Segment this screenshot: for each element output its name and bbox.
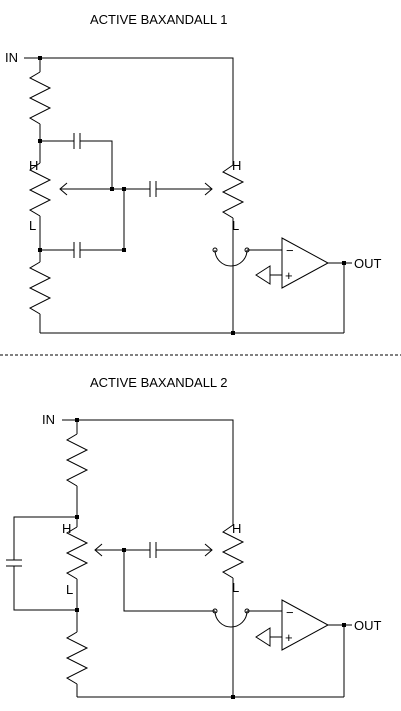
- diagram-1-in-label: IN: [5, 50, 18, 65]
- diagram-2-left-pot: [65, 526, 89, 580]
- diagram-1-junctions: [38, 56, 346, 335]
- diagram-2-bottom-resistor: [65, 631, 89, 685]
- diagram-1-left-pot: [28, 162, 52, 217]
- diagram-1-out-label: OUT: [354, 256, 382, 271]
- diagram-2-pot-high: H: [62, 521, 71, 536]
- diagram-1-opamp: [281, 237, 330, 289]
- diagram-1-top-resistor: [28, 71, 52, 125]
- diagram-1-title: ACTIVE BAXANDALL 1: [90, 12, 228, 27]
- diagram-1-pot2-low: L: [232, 218, 239, 233]
- diagram-2-wires: [6, 419, 352, 698]
- diagram-1-right-pot: [221, 164, 245, 219]
- diagram-1-wires: [24, 57, 352, 334]
- diagram-2-opamp-plus: +: [285, 630, 293, 645]
- diagram-2-opamp-minus: −: [286, 605, 294, 620]
- diagram-1-pot-low: L: [29, 218, 36, 233]
- diagram-2-out-label: OUT: [354, 618, 382, 633]
- diagram-2: ACTIVE BAXANDALL 2 IN: [6, 375, 382, 699]
- diagram-2-top-resistor: [65, 433, 89, 487]
- diagram-1-pot2-high: H: [232, 158, 241, 173]
- diagram-1-bottom-resistor: [28, 261, 52, 315]
- diagram-2-in-label: IN: [42, 412, 55, 427]
- diagram-1-opamp-plus: +: [285, 268, 293, 283]
- diagram-2-opamp: [281, 599, 330, 651]
- diagram-1: ACTIVE BAXANDALL 1 IN: [5, 12, 382, 335]
- diagram-2-title: ACTIVE BAXANDALL 2: [90, 375, 228, 390]
- diagram-2-junctions: [75, 418, 346, 699]
- diagram-2-pot2-low: L: [232, 580, 239, 595]
- diagram-2-pot-low: L: [66, 582, 73, 597]
- diagram-1-pot-high: H: [29, 158, 38, 173]
- diagram-2-right-pot: [221, 524, 245, 579]
- diagram-1-opamp-minus: −: [286, 243, 294, 258]
- diagram-2-pot2-high: H: [232, 521, 241, 536]
